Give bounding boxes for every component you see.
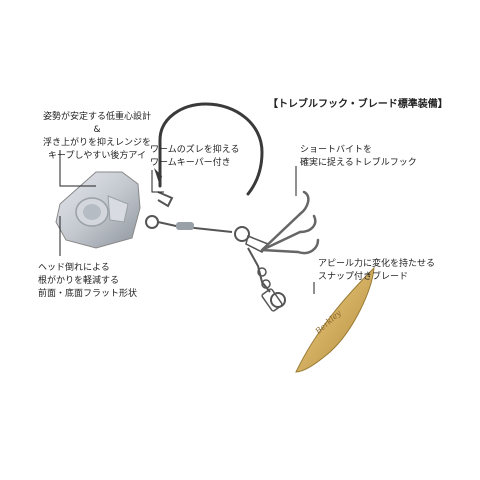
leader-head [59,150,88,187]
callout-treble-line: ショートバイトを [300,145,373,155]
callout-head-line: & [93,125,101,135]
callout-keeper: ワームのズレを抑える ワームキーパー付き [150,144,239,170]
callout-flat-line: 根がかりを軽減する [38,276,120,286]
callout-blade: アピール力に変化を持たせる スナップ付きブレード [318,258,435,284]
callout-flat: ヘッド倒れによる 根がかりを軽減する 前面・底面フラット形状 [38,262,137,301]
page-title: 【トレブルフック・ブレード標準装備】 [268,99,448,110]
callout-blade-line: スナップ付きブレード [318,272,409,282]
callout-blade-line: アピール力に変化を持たせる [318,259,436,269]
callout-keeper-line: ワームのズレを抑える [150,145,240,155]
callout-treble: ショートバイトを 確実に捉えるトレブルフック [300,144,417,170]
callout-head: 姿勢が安定する低重心設計 & 浮き上がりを抑えレンジを キープしやすい後方アイ [22,111,172,163]
single-hook [158,102,264,196]
callout-head-line: 姿勢が安定する低重心設計 [42,112,151,122]
callout-flat-line: ヘッド倒れによる [38,263,110,273]
hook-barb [154,168,162,186]
wire-arm [157,221,233,233]
treble-hook [260,212,302,254]
treble-snap [245,234,270,253]
callout-head-line: キープしやすい後方アイ [48,151,146,161]
willow-blade [295,266,375,373]
worm-keeper [157,191,174,208]
callout-keeper-line: ワームキーパー付き [150,158,231,168]
callout-treble-line: 確実に捉えるトレブルフック [300,158,417,168]
callout-flat-line: 前面・底面フラット形状 [38,289,138,299]
blade-swivel [247,247,271,293]
rear-eye [145,215,159,229]
leader-keeper [151,170,164,193]
callout-head-line: 浮き上がりを抑えレンジを [42,138,151,148]
